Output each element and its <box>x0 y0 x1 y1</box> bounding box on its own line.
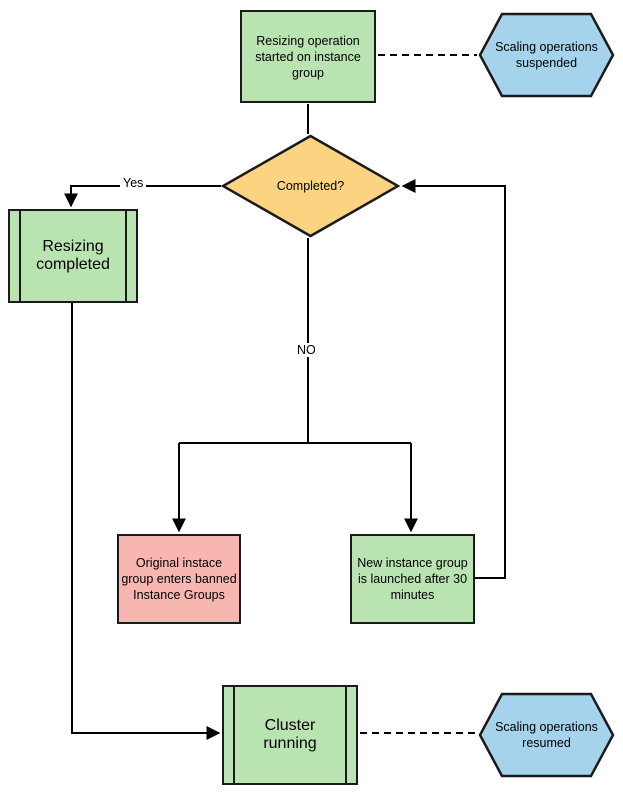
predefined-bar-left <box>19 211 21 301</box>
node-completed-decision-label: Completed? <box>276 179 345 193</box>
diamond-shape <box>221 134 400 238</box>
node-scaling-suspended[interactable]: Scaling operations suspended <box>478 12 615 98</box>
predefined-bar-right <box>345 687 347 783</box>
node-scaling-resumed[interactable]: Scaling operations resumed <box>478 692 615 778</box>
edge-resizing-completed-to-cluster <box>71 303 221 740</box>
predefined-bar-right <box>125 211 127 301</box>
edge-label-no: NO <box>294 343 319 357</box>
predefined-bar-left <box>233 687 235 783</box>
node-original-group-banned[interactable]: Original instace group enters banned Ins… <box>117 534 241 624</box>
node-scaling-suspended-label: Scaling operations suspended <box>495 40 598 70</box>
node-cluster-running-label: Cluster running <box>263 717 317 752</box>
node-original-group-banned-label: Original instace group enters banned Ins… <box>121 556 237 602</box>
node-resizing-started[interactable]: Resizing operation started on instance g… <box>240 10 376 103</box>
edge-decision-yes <box>64 185 221 208</box>
hexagon-shape <box>478 692 615 778</box>
node-new-group-launched[interactable]: New instance group is launched after 30 … <box>350 534 475 624</box>
node-scaling-resumed-label: Scaling operations resumed <box>495 720 598 750</box>
node-resizing-started-label: Resizing operation started on instance g… <box>255 33 361 80</box>
edge-label-yes: Yes <box>120 176 147 190</box>
node-new-group-launched-label: New instance group is launched after 30 … <box>357 556 468 602</box>
edge-new-group-loop-back <box>401 179 506 579</box>
node-resizing-completed-label: Resizing completed <box>36 238 110 273</box>
node-resizing-completed[interactable]: Resizing completed <box>8 209 138 303</box>
node-cluster-running[interactable]: Cluster running <box>222 685 358 785</box>
node-completed-decision[interactable]: Completed? <box>221 134 400 238</box>
hexagon-shape <box>478 12 615 98</box>
